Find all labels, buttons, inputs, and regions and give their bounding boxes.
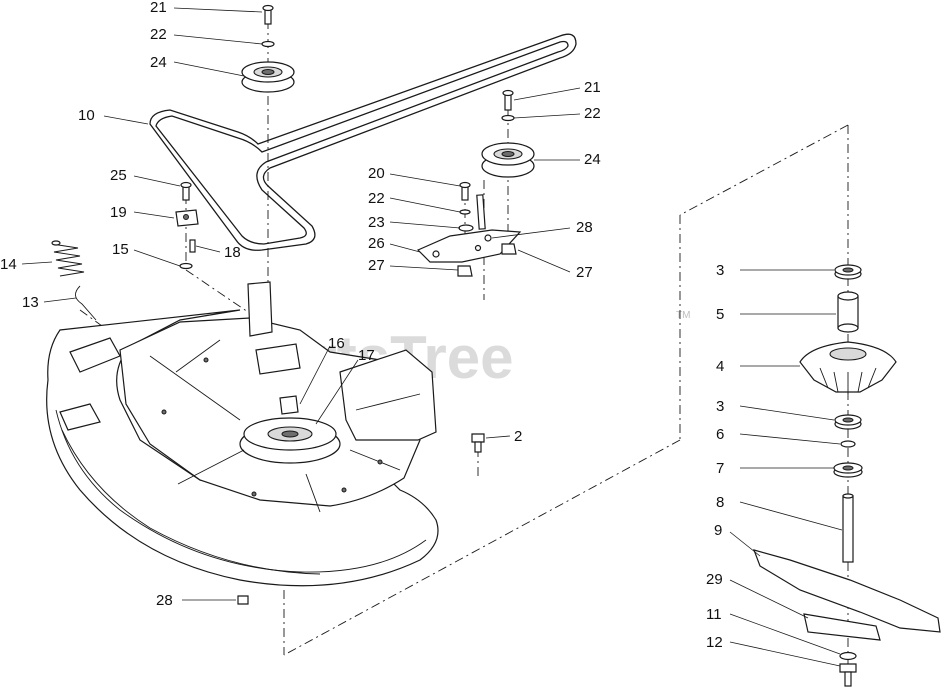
mower-deck-housing xyxy=(46,281,439,587)
callout-19: 19 xyxy=(110,204,127,221)
callout-24-top-left: 24 xyxy=(150,54,167,71)
callout-26: 26 xyxy=(368,235,385,252)
idler-pulley-right xyxy=(481,89,535,178)
callout-16: 16 xyxy=(328,335,345,352)
callout-20: 20 xyxy=(368,165,385,182)
callout-28-bottom: 28 xyxy=(156,592,173,609)
callout-3-top: 3 xyxy=(716,262,724,279)
callout-10: 10 xyxy=(78,107,95,124)
idler-pulley-left xyxy=(241,4,295,93)
callout-15: 15 xyxy=(112,241,129,258)
callout-5: 5 xyxy=(716,306,724,323)
callout-21-top-left: 21 xyxy=(150,0,167,16)
callout-8: 8 xyxy=(716,494,724,511)
callout-2: 2 xyxy=(514,428,522,445)
watermark-tm: TM xyxy=(676,310,690,321)
callout-3-lower: 3 xyxy=(716,398,724,415)
callout-11: 11 xyxy=(706,606,722,623)
bolt-2 xyxy=(471,433,485,453)
callout-4: 4 xyxy=(716,358,724,375)
callout-9: 9 xyxy=(714,522,722,539)
callout-29: 29 xyxy=(706,571,723,588)
callout-21-top-right: 21 xyxy=(584,79,601,96)
callout-28-middle: 28 xyxy=(576,219,593,236)
callout-27-left: 27 xyxy=(368,257,385,274)
callout-13: 13 xyxy=(22,294,39,311)
callout-22-middle: 22 xyxy=(368,190,385,207)
callout-23: 23 xyxy=(368,214,385,231)
callout-18: 18 xyxy=(224,244,241,261)
idler-arm-assembly xyxy=(416,181,522,277)
callout-27-right: 27 xyxy=(576,264,593,281)
callout-6: 6 xyxy=(716,426,724,443)
tension-spring xyxy=(51,240,85,277)
spindle-stack xyxy=(753,264,941,687)
callout-14: 14 xyxy=(0,256,17,273)
callout-12: 12 xyxy=(706,634,723,651)
leader-lines xyxy=(21,7,843,667)
callout-25: 25 xyxy=(110,167,127,184)
callout-22-top-left: 22 xyxy=(150,26,167,43)
callout-22-top-right: 22 xyxy=(584,105,601,122)
callout-7: 7 xyxy=(716,460,724,477)
spring-bracket-assembly xyxy=(175,181,199,270)
callout-labels: 21 22 24 10 21 22 24 25 19 18 15 14 13 2… xyxy=(0,0,724,651)
spring-link-rod xyxy=(75,285,97,321)
callout-17: 17 xyxy=(358,347,375,364)
callout-24-top-right: 24 xyxy=(584,151,601,168)
drive-belt xyxy=(149,33,577,251)
nut-28-bottom xyxy=(237,595,249,605)
